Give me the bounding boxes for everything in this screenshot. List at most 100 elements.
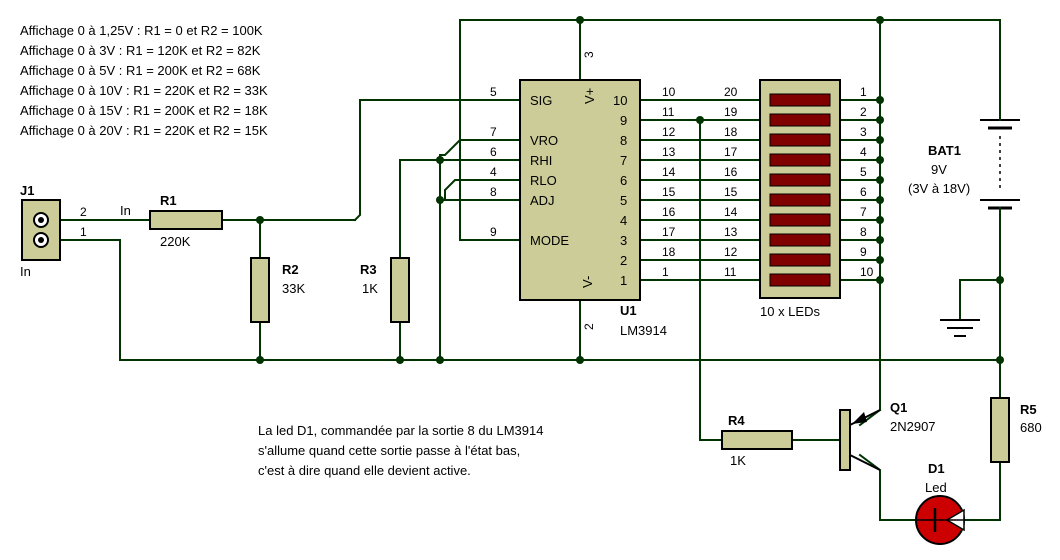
- u1-ref: U1: [620, 303, 637, 318]
- junction-dot: [576, 356, 584, 364]
- bargraph-pin-num: 16: [724, 165, 738, 179]
- r3-body: [390, 257, 410, 323]
- bargraph-segment: [769, 153, 831, 167]
- wire-gnd: [959, 279, 1001, 321]
- ground-icon: [940, 319, 980, 337]
- u1-left-pin-name: RHI: [530, 153, 552, 168]
- r2-body: [250, 257, 270, 323]
- u1-left-pin-name: RLO: [530, 173, 557, 188]
- junction-dot: [996, 276, 1004, 284]
- u1-left-pin-name: MODE: [530, 233, 569, 248]
- junction-dot: [876, 176, 884, 184]
- bargraph-pin-num: 7: [860, 205, 867, 219]
- junction-dot: [436, 196, 444, 204]
- junction-dot: [876, 116, 884, 124]
- u1-pin-bottom: 2: [582, 323, 596, 330]
- d1-value: Led: [925, 480, 947, 495]
- resistor-r5: R5 680: [990, 397, 1042, 463]
- bargraph-value: 10 x LEDs: [760, 304, 820, 319]
- bargraph-segment: [769, 173, 831, 187]
- wire-top-rail: [459, 19, 1001, 241]
- u1-out-num: 8: [620, 133, 627, 148]
- bargraph-segment: [769, 213, 831, 227]
- note-line: s'allume quand cette sortie passe à l'ét…: [258, 443, 520, 458]
- u1-left-pin-name: VRO: [530, 133, 558, 148]
- r1-ref: R1: [160, 193, 177, 208]
- bargraph-segment: [769, 273, 831, 287]
- bargraph-pin-num: 6: [860, 185, 867, 199]
- junction-dot: [576, 16, 584, 24]
- r5-ref: R5: [1020, 402, 1037, 417]
- bargraph-segment: [769, 193, 831, 207]
- bargraph-pin-num: 17: [724, 145, 738, 159]
- u1-pin-num: 13: [662, 145, 676, 159]
- u1-left-pin-num: 8: [490, 185, 497, 199]
- bargraph-segments: [769, 93, 831, 287]
- j1-pin-center: [38, 217, 44, 223]
- q1-ref: Q1: [890, 400, 907, 415]
- junction-dot: [876, 236, 884, 244]
- q1-value: 2N2907: [890, 419, 936, 434]
- transistor-q1: Q1 2N2907: [839, 400, 936, 471]
- u1-out-num: 3: [620, 233, 627, 248]
- u1-out-num: 10: [613, 93, 627, 108]
- wire-sig: [353, 99, 521, 222]
- r1-body: [149, 210, 223, 230]
- u1-pin-num: 18: [662, 245, 676, 259]
- u1-vplus: V+: [582, 88, 597, 104]
- u1-left-pin-num: 5: [490, 85, 497, 99]
- u1-pin-num: 17: [662, 225, 676, 239]
- u1-left-pin-num: 9: [490, 225, 497, 239]
- bargraph-pin-num: 5: [860, 165, 867, 179]
- u1-out-num: 5: [620, 193, 627, 208]
- r3-ref: R3: [360, 262, 377, 277]
- u1-out-num: 1: [620, 273, 627, 288]
- wires: [59, 19, 1001, 521]
- bargraph-pin-num: 8: [860, 225, 867, 239]
- bargraph-pin-num: 18: [724, 125, 738, 139]
- range-notes: Affichage 0 à 1,25V : R1 = 0 et R2 = 100…: [20, 23, 268, 138]
- u1-right-inner-labels: 10 9 8 7 6 5 4 3 2 1: [613, 93, 627, 288]
- junction-dot: [396, 356, 404, 364]
- note-line: Affichage 0 à 15V : R1 = 200K et R2 = 18…: [20, 103, 268, 118]
- note-line: Affichage 0 à 20V : R1 = 220K et R2 = 15…: [20, 123, 268, 138]
- bargraph-pin-num: 9: [860, 245, 867, 259]
- q1-base-bar: [839, 409, 851, 471]
- resistor-r3: R3 1K: [360, 257, 410, 323]
- junction-dot: [256, 356, 264, 364]
- junction-dot: [436, 156, 444, 164]
- resistor-r2: R2 33K: [250, 257, 305, 323]
- bargraph-pin-num: 20: [724, 85, 738, 99]
- note-line: Affichage 0 à 1,25V : R1 = 0 et R2 = 100…: [20, 23, 263, 38]
- junction-dot: [876, 276, 884, 284]
- junction-dot: [696, 116, 704, 124]
- bat1-range: (3V à 18V): [908, 181, 970, 196]
- u1-pin-num: 10: [662, 85, 676, 99]
- bargraph-segment: [769, 233, 831, 247]
- junction-dot: [876, 196, 884, 204]
- bargraph-segment: [769, 253, 831, 267]
- junction-dot: [876, 256, 884, 264]
- bargraph-left-pins: 20 19 18 17 16 15 14 13 12 11: [724, 85, 738, 279]
- bargraph-pin-num: 1: [860, 85, 867, 99]
- u1-out-num: 9: [620, 113, 627, 128]
- led-note: La led D1, commandée par la sortie 8 du …: [258, 423, 543, 478]
- u1-pin-num: 11: [662, 105, 675, 119]
- u1-pin-num: 14: [662, 165, 676, 179]
- bargraph-segment: [769, 113, 831, 127]
- u1-pin-num: 16: [662, 205, 676, 219]
- bargraph-segment: [769, 133, 831, 147]
- u1-right-outer-labels: 10 11 12 13 14 15 16 17 18 1: [662, 85, 676, 279]
- junction-dot: [876, 136, 884, 144]
- d1-ref: D1: [928, 461, 945, 476]
- bargraph-pin-num: 2: [860, 105, 867, 119]
- bargraph-pin-num: 13: [724, 225, 738, 239]
- battery-bat1: BAT1 9V (3V à 18V): [908, 109, 1020, 221]
- bat1-ref: BAT1: [928, 143, 961, 158]
- junction-dot: [876, 216, 884, 224]
- u1-left-pin-name: ADJ: [530, 193, 555, 208]
- led-d1: D1 Led: [915, 461, 965, 545]
- r1-value: 220K: [160, 234, 191, 249]
- u1-out-num: 7: [620, 153, 627, 168]
